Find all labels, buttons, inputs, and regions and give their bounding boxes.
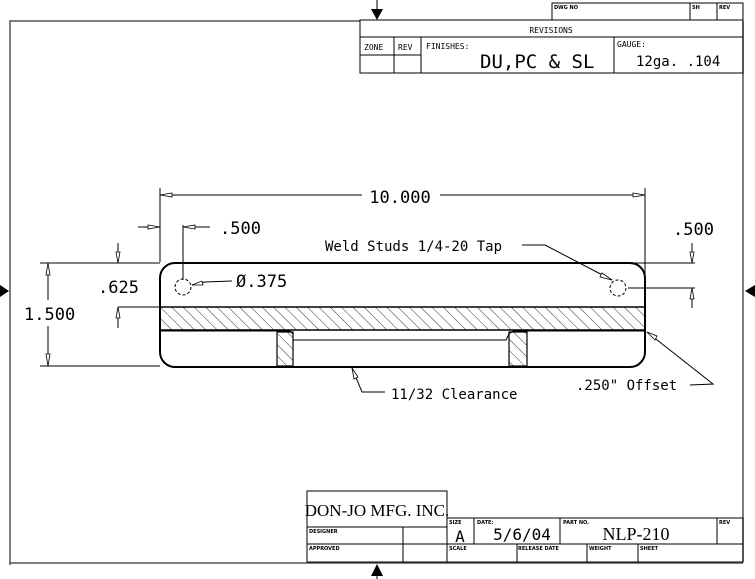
size-label: SIZE [449,520,462,526]
finishes-value: DU,PC & SL [480,51,594,73]
arrow-right-icon [0,285,9,297]
offset-note: .250" Offset [576,378,677,394]
title-block: DON-JO MFG. INC. DESIGNER APPROVED SIZE … [305,490,744,563]
date-value: 5/6/04 [493,525,551,544]
sh-label: SH [692,5,700,11]
approved-label: APPROVED [309,546,340,552]
dimensions: 10.000 .500 .500 .625 1.500 [24,188,714,367]
dim-overall-length: 10.000 [369,188,430,208]
dim-overall-height: 1.500 [24,305,75,325]
sheet-label: SHEET [640,546,659,552]
part-outline [159,262,646,368]
hole-diameter-label: Ø.375 [236,272,287,292]
dwg-no-label: DWG NO [554,5,578,11]
weld-stud-hole-left [174,278,192,296]
weight-label: WEIGHT [589,546,612,552]
arrow-up-icon [371,564,383,576]
dim-hole-height: .625 [98,278,139,298]
dim-left-offset: .500 [220,219,261,239]
weld-studs-note: Weld Studs 1/4-20 Tap [325,239,502,255]
dim-right-offset: .500 [673,220,714,240]
designer-label: DESIGNER [309,529,338,535]
gauge-label: GAUGE: [617,40,646,49]
arrow-down-icon [371,9,383,20]
clearance-note: 11/32 Clearance [391,387,517,403]
callouts: Ø.375 Weld Studs 1/4-20 Tap 11/32 Cleara… [191,239,715,403]
revisions-block: DWG NO SH REV REVISIONS ZONE REV FINISHE… [359,2,744,74]
revisions-title: REVISIONS [529,26,573,35]
company-name: DON-JO MFG. INC. [305,501,450,520]
size-value: A [455,527,465,546]
scale-label: SCALE [449,546,467,552]
zone-label: ZONE [364,43,383,52]
sheet-border [9,20,744,565]
rev-label: REV [719,5,730,11]
date-label: DATE: [477,520,493,526]
arrow-left-icon [745,285,755,297]
rev-column-label: REV [398,43,413,52]
title-rev-label: REV [719,520,730,526]
release-date-label: RELEASE DATE [518,546,560,552]
part-no-value: NLP-210 [603,524,670,544]
part-no-label: PART NO. [563,520,589,526]
weld-stud-hole-right [609,279,627,297]
gauge-value: 12ga. .104 [636,54,720,70]
finishes-label: FINISHES: [426,42,469,51]
